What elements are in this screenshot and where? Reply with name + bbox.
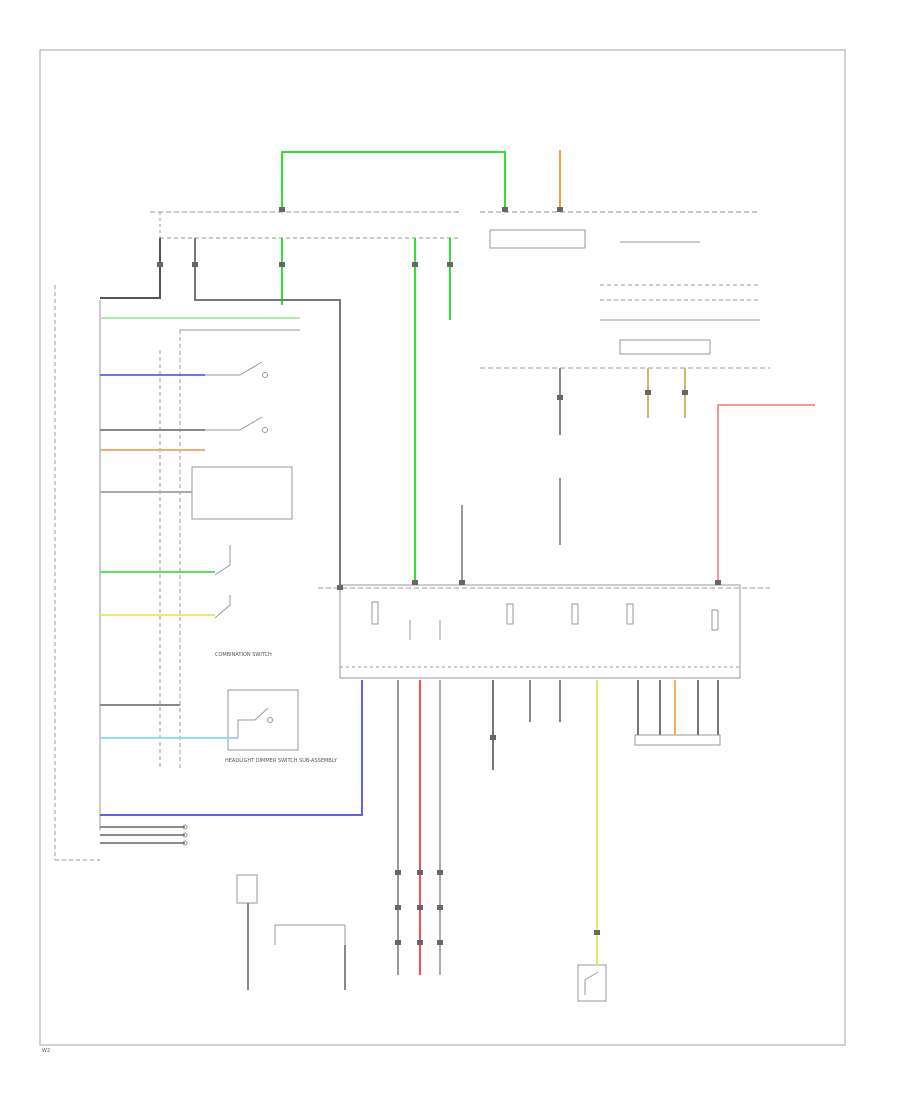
connector-pins bbox=[157, 207, 721, 945]
wire-pink-right bbox=[717, 404, 815, 585]
relay-block bbox=[480, 241, 770, 369]
dimmer-switch-box bbox=[227, 689, 299, 751]
wire-grey-ecu-4 bbox=[529, 680, 561, 722]
wire-harness bbox=[100, 826, 185, 844]
wire-dark bbox=[100, 238, 161, 299]
left-connector-edge bbox=[54, 285, 101, 861]
diagram-frame bbox=[39, 49, 846, 1046]
wire-green-top-loop bbox=[281, 151, 506, 212]
wire-blue-bottom bbox=[100, 680, 363, 816]
main-ecu-box bbox=[318, 584, 770, 679]
wire-grey-main bbox=[194, 238, 341, 585]
top-junction-bus bbox=[150, 211, 760, 249]
combination-switch-box bbox=[159, 329, 300, 770]
wire-orange-relay bbox=[647, 368, 686, 418]
wire-grey-relay bbox=[247, 903, 346, 990]
wire-ground-group bbox=[637, 680, 719, 735]
combination-switch-label: COMBINATION SWITCH bbox=[215, 652, 272, 658]
bottom-components bbox=[182, 734, 721, 1002]
wires bbox=[100, 150, 815, 990]
page-ref: W2 bbox=[42, 1048, 50, 1054]
headlight-dimmer-switch-label: HEADLIGHT DIMMER SWITCH SUB-ASSEMBLY bbox=[225, 758, 338, 764]
